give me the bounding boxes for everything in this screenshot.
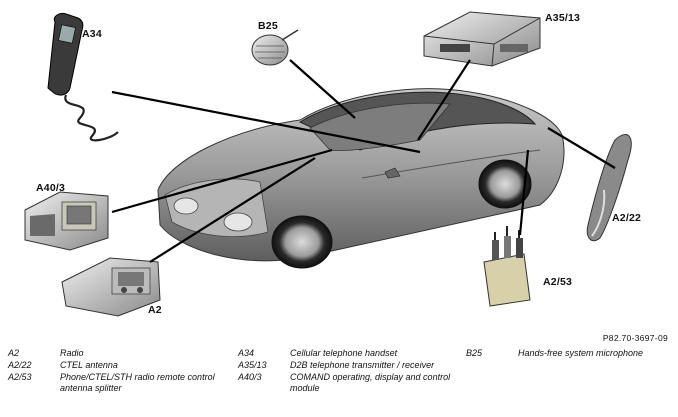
legend-desc: Cellular telephone handset — [290, 348, 398, 358]
callout-a2-22: A2/22 — [612, 212, 642, 224]
document-reference: P82.70-3697-09 — [602, 333, 668, 343]
legend-column-1: A2 Radio A2/22 CTEL antenna A2/53 Phone/… — [8, 348, 240, 395]
legend-row: A2/53 Phone/CTEL/STH radio remote contro… — [8, 372, 240, 394]
legend-code: A2/22 — [8, 360, 32, 370]
callout-a2-53: A2/53 — [543, 276, 573, 288]
legend-row: B25 Hands-free system microphone — [466, 348, 671, 359]
callout-b25: B25 — [258, 20, 278, 32]
legend-code: A2/53 — [8, 372, 32, 382]
legend-row: A2/22 CTEL antenna — [8, 360, 240, 371]
radio-illustration — [61, 257, 161, 317]
legend-desc: Phone/CTEL/STH radio remote control ante… — [60, 372, 215, 393]
cellular-handset-illustration — [47, 13, 119, 142]
callout-a34: A34 — [82, 28, 102, 40]
legend-code: A2 — [8, 348, 20, 358]
legend-row: A2 Radio — [8, 348, 240, 359]
legend-desc: Radio — [60, 348, 84, 358]
legend-row: A40/3 COMAND operating, display and cont… — [238, 372, 470, 394]
legend-column-3: B25 Hands-free system microphone — [466, 348, 671, 360]
callout-a2: A2 — [148, 304, 162, 316]
callout-a35-13: A35/13 — [545, 12, 581, 24]
legend-code: A40/3 — [238, 372, 262, 382]
callout-a40-3: A40/3 — [36, 182, 66, 194]
comand-module-illustration — [24, 191, 109, 251]
legend-column-2: A34 Cellular telephone handset A35/13 D2… — [238, 348, 470, 395]
legend-code: B25 — [466, 348, 483, 358]
microphone-illustration — [251, 29, 299, 66]
antenna-splitter-illustration — [483, 226, 531, 307]
legend-row: A34 Cellular telephone handset — [238, 348, 470, 359]
legend-desc: CTEL antenna — [60, 360, 118, 370]
diagram-illustration — [24, 11, 632, 317]
legend-code: A34 — [238, 348, 255, 358]
legend-row: A35/13 D2B telephone transmitter / recei… — [238, 360, 470, 371]
legend-desc: COMAND operating, display and control mo… — [290, 372, 451, 393]
leader-lines — [111, 59, 616, 263]
component-diagram: A34 B25 A35/13 A40/3 A2/22 A2 A2/53 — [24, 11, 642, 317]
ctel-antenna-illustration — [586, 134, 632, 242]
legend-desc: D2B telephone transmitter / receiver — [290, 360, 435, 370]
transceiver-illustration — [423, 11, 541, 67]
legend-code: A35/13 — [238, 360, 267, 370]
legend-desc: Hands-free system microphone — [518, 348, 644, 358]
car-illustration — [157, 88, 565, 269]
